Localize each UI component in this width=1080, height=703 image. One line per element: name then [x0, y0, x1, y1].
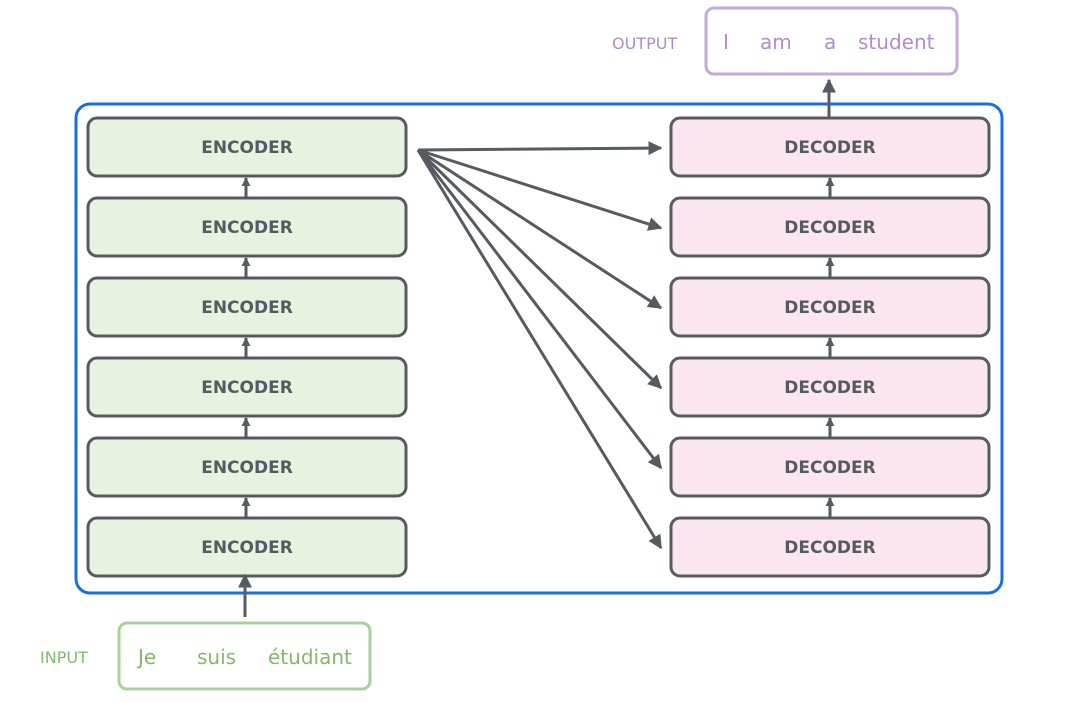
output-word: I — [723, 30, 729, 54]
encoder-to-decoder-arrow — [417, 148, 663, 231]
decoder-block-label: DECODER — [784, 458, 875, 478]
encoder-to-decoder-arrow — [416, 148, 663, 390]
input-word: étudiant — [268, 645, 352, 669]
decoder-block: DECODER — [669, 356, 991, 418]
decoder-block: DECODER — [669, 516, 991, 578]
input-label: INPUT — [40, 648, 88, 667]
encoder-block-box — [86, 356, 408, 418]
decoder-block-box — [669, 356, 991, 418]
encoder-to-decoder-arrow — [417, 148, 663, 310]
decoder-block: DECODER — [669, 196, 991, 258]
decoder-block-box — [669, 196, 991, 258]
decoder-block-label: DECODER — [784, 378, 875, 398]
encoder-block: ENCODER — [86, 196, 408, 258]
encoder-block-label: ENCODER — [201, 218, 293, 238]
encoder-block: ENCODER — [86, 116, 408, 178]
decoder-block: DECODER — [669, 276, 991, 338]
encoder-block-label: ENCODER — [201, 538, 293, 558]
encoder-block-label: ENCODER — [201, 458, 293, 478]
decoder-stack: DECODER DECODER DECODER DECODER DECODER DECOD… — [669, 116, 991, 578]
input-box — [117, 621, 372, 691]
model-container — [74, 102, 1004, 595]
decoder-block-label: DECODER — [784, 538, 875, 558]
encoder-to-decoder-arrow — [417, 141, 663, 156]
decoder-block-box — [669, 516, 991, 578]
output-word: a — [824, 30, 836, 54]
decoder-block-box — [669, 276, 991, 338]
encoder-block-box — [86, 436, 408, 498]
decoder-block: DECODER — [669, 116, 991, 178]
encoder-block: ENCODER — [86, 436, 408, 498]
input-group: INPUT Je suis étudiant — [40, 573, 372, 691]
encoder-block-label: ENCODER — [201, 138, 293, 158]
decoder-block-box — [669, 436, 991, 498]
output-word: student — [858, 30, 935, 54]
output-label: OUTPUT — [612, 34, 677, 53]
input-word: Je — [136, 645, 156, 669]
encoder-block-label: ENCODER — [201, 298, 293, 318]
decoder-block-label: DECODER — [784, 138, 875, 158]
input-word: suis — [197, 645, 236, 669]
encoder-block-box — [86, 276, 408, 338]
output-word: am — [760, 30, 792, 54]
encoder-block: ENCODER — [86, 356, 408, 418]
encoder-to-decoder-arrow — [416, 149, 663, 550]
output-box — [704, 6, 959, 76]
encoder-block: ENCODER — [86, 276, 408, 338]
encoder-block: ENCODER — [86, 516, 408, 578]
encoder-block-box — [86, 116, 408, 178]
encoder-stack: ENCODER ENCODER ENCODER ENCODER ENCODER ENCOD… — [86, 116, 408, 578]
encoder-block-box — [86, 196, 408, 258]
output-group: OUTPUT I am a student — [612, 6, 959, 119]
encoder-block-label: ENCODER — [201, 378, 293, 398]
encoder-to-decoder-arrow — [416, 149, 663, 470]
encoder-decoder-connections — [416, 141, 663, 550]
decoder-block-label: DECODER — [784, 298, 875, 318]
decoder-block-label: DECODER — [784, 218, 875, 238]
decoder-block: DECODER — [669, 436, 991, 498]
